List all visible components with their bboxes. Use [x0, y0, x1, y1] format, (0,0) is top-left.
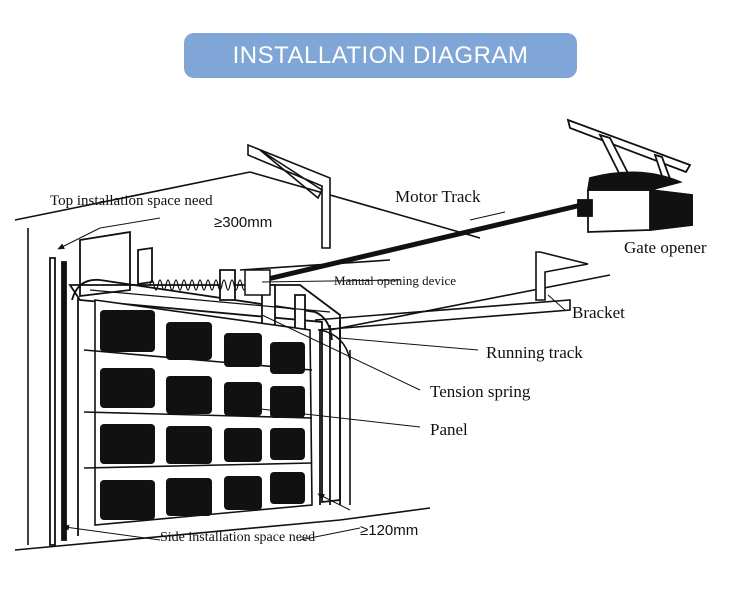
- ceiling-bracket-left: [247, 143, 331, 249]
- label-running-track: Running track: [486, 343, 583, 362]
- label-motor-track: Motor Track: [395, 187, 481, 206]
- label-top-space: Top installation space need: [50, 193, 213, 209]
- diagram-title: INSTALLATION DIAGRAM: [232, 41, 529, 69]
- manual-opening-device: [244, 269, 271, 296]
- leader-lines: [57, 211, 566, 541]
- callout-labels: Top installation space need ≥300mm Motor…: [50, 187, 707, 545]
- motor-track: [254, 200, 591, 285]
- door-panels: [83, 299, 313, 526]
- label-side-space-value: ≥120mm: [360, 522, 418, 539]
- room-outline: [14, 171, 611, 551]
- label-gate-opener: Gate opener: [624, 238, 707, 257]
- label-side-space: Side installation space need: [160, 530, 315, 545]
- label-top-space-value: ≥300mm: [214, 214, 272, 231]
- title-banner: INSTALLATION DIAGRAM: [184, 33, 577, 78]
- tension-spring: [89, 279, 331, 313]
- label-panel: Panel: [430, 420, 468, 439]
- label-tension-spring: Tension spring: [430, 382, 531, 401]
- ceiling-bracket-right: [535, 251, 589, 301]
- gate-opener-motor: [566, 118, 693, 233]
- label-manual-device: Manual opening device: [334, 273, 456, 288]
- panel-windows: [100, 310, 305, 520]
- label-bracket: Bracket: [572, 303, 625, 322]
